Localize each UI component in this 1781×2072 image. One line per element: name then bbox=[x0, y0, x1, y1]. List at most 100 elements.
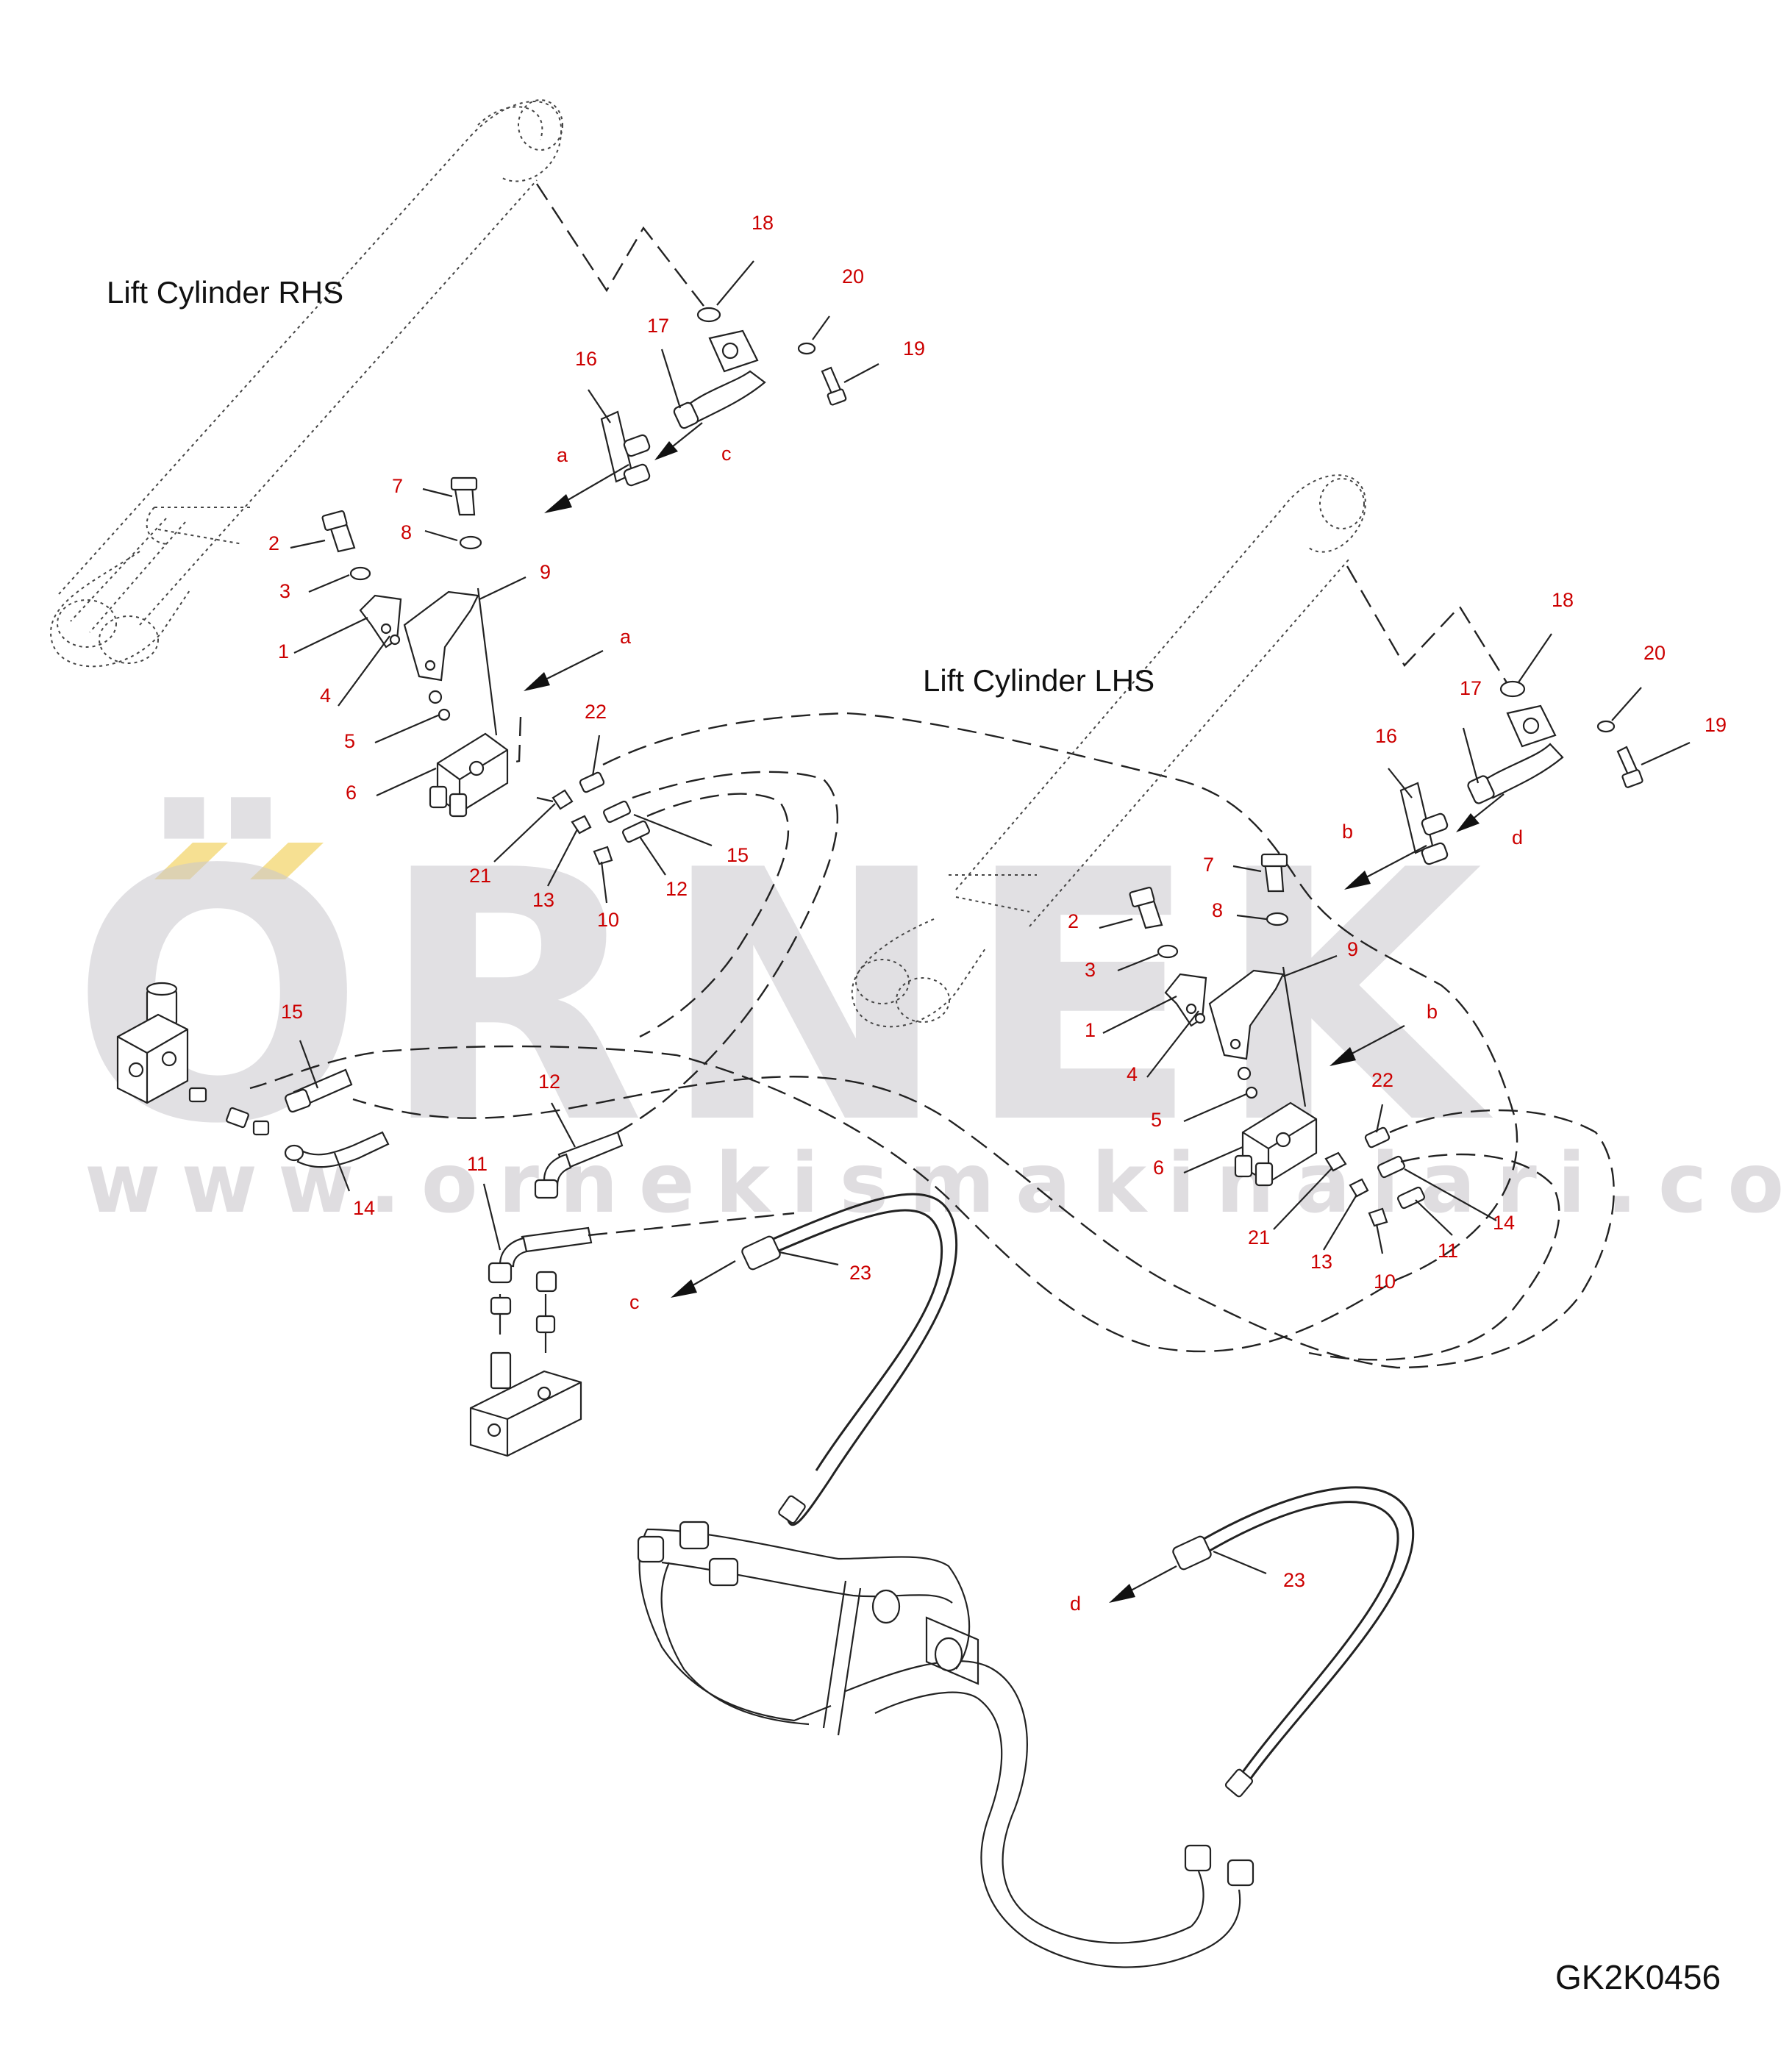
label-lhs-18: 18 bbox=[1552, 589, 1574, 611]
lower-hose-15 bbox=[285, 1068, 353, 1113]
lhs-oring-18 bbox=[1499, 680, 1526, 698]
label-lhs-22: 22 bbox=[1371, 1069, 1393, 1091]
label-rhs-22: 22 bbox=[585, 701, 607, 723]
lhs-nut-5 bbox=[1245, 1086, 1258, 1099]
rhs-washer-20 bbox=[797, 342, 816, 355]
lower-hose-11 bbox=[488, 1212, 795, 1353]
lower-hose-12 bbox=[534, 1131, 624, 1199]
lift-cylinder-rhs bbox=[50, 99, 563, 668]
label-rhs-19: 19 bbox=[903, 337, 925, 360]
title-lift-cylinder-rhs: Lift Cylinder RHS bbox=[107, 275, 343, 310]
label-rhs-12: 12 bbox=[665, 878, 688, 900]
rhs-leader-dash bbox=[535, 183, 707, 310]
label-lhs-6: 6 bbox=[1153, 1157, 1164, 1179]
lhs-washer-3 bbox=[1157, 944, 1179, 959]
callout-labels: 18 20 17 19 16 a c 7 8 2 3 9 1 a 4 5 22 … bbox=[268, 212, 1727, 1615]
label-lhs-7: 7 bbox=[1203, 854, 1214, 876]
lhs-plate-9 bbox=[1208, 969, 1285, 1060]
label-rhs-7: 7 bbox=[392, 475, 403, 497]
rhs-plate-9 bbox=[403, 590, 479, 682]
lhs-top-fittings bbox=[1467, 680, 1643, 804]
label-lower-12: 12 bbox=[538, 1071, 560, 1093]
rhs-elbow-10 bbox=[593, 846, 613, 865]
label-rhs-16: 16 bbox=[575, 348, 597, 370]
label-rhs-21: 21 bbox=[469, 865, 491, 887]
label-lower-23-right: 23 bbox=[1283, 1569, 1305, 1591]
label-rhs-2: 2 bbox=[268, 532, 279, 554]
rhs-washer-8 bbox=[459, 535, 482, 550]
label-lhs-13: 13 bbox=[1310, 1251, 1332, 1273]
watermark-umlaut-left bbox=[154, 843, 228, 879]
lhs-fitting-22 bbox=[1364, 1126, 1391, 1148]
label-rhs-c-top: c bbox=[721, 443, 732, 465]
label-lower-11: 11 bbox=[467, 1153, 488, 1175]
control-valve-assembly bbox=[116, 982, 270, 1136]
label-rhs-10: 10 bbox=[597, 909, 619, 931]
label-rhs-a-top: a bbox=[557, 444, 568, 466]
lower-hose-14 bbox=[284, 1131, 390, 1168]
rhs-oring-18 bbox=[696, 307, 721, 323]
lhs-washer-4 bbox=[1237, 1066, 1252, 1081]
leader-lines bbox=[290, 260, 1691, 1575]
rhs-bracket-assembly bbox=[321, 476, 498, 736]
rhs-nut-5 bbox=[438, 708, 451, 721]
label-lhs-9: 9 bbox=[1347, 938, 1358, 960]
label-lower-14: 14 bbox=[353, 1197, 375, 1219]
manifold-block bbox=[469, 1351, 582, 1457]
lhs-hose-routes bbox=[352, 1076, 1615, 1369]
lhs-arrow-b-top bbox=[1344, 845, 1427, 890]
label-lower-23-left: 23 bbox=[849, 1262, 871, 1284]
lower-arrow-c bbox=[671, 1260, 736, 1298]
label-rhs-8: 8 bbox=[401, 521, 412, 543]
label-rhs-1: 1 bbox=[278, 640, 289, 662]
lhs-elbow-13 bbox=[1349, 1178, 1369, 1198]
lhs-bracket-assembly bbox=[1129, 853, 1307, 1107]
rhs-elbow-17 bbox=[682, 370, 766, 424]
drawing-code: GK2K0456 bbox=[1555, 1958, 1721, 1996]
rhs-washer-3 bbox=[349, 566, 371, 581]
label-lhs-19: 19 bbox=[1705, 714, 1727, 736]
label-lhs-b-top: b bbox=[1342, 821, 1353, 843]
label-rhs-3: 3 bbox=[279, 580, 290, 602]
rhs-connectors-16 bbox=[600, 410, 651, 487]
label-rhs-4: 4 bbox=[320, 685, 331, 707]
label-lhs-b-mid: b bbox=[1427, 1001, 1438, 1023]
rhs-arrow-a-top bbox=[544, 464, 629, 513]
rhs-washer-4 bbox=[428, 690, 443, 704]
lhs-small-fittings bbox=[1324, 1126, 1425, 1227]
lhs-arrow-d-top bbox=[1456, 793, 1505, 832]
label-lhs-10: 10 bbox=[1374, 1271, 1396, 1293]
label-rhs-20: 20 bbox=[842, 265, 864, 287]
label-rhs-a-mid: a bbox=[620, 626, 632, 648]
lhs-washer-8 bbox=[1266, 912, 1289, 926]
watermark-umlaut-right bbox=[250, 843, 324, 879]
rhs-arrow-a-mid bbox=[524, 650, 604, 691]
label-lhs-1: 1 bbox=[1085, 1019, 1096, 1041]
label-rhs-5: 5 bbox=[344, 730, 355, 752]
label-rhs-17: 17 bbox=[647, 315, 669, 337]
label-rhs-13: 13 bbox=[532, 889, 554, 911]
rhs-small-fittings bbox=[536, 771, 650, 865]
lhs-leader-dash bbox=[1346, 565, 1509, 685]
hose-23-left bbox=[741, 1193, 958, 1526]
lower-arrow-d bbox=[1109, 1565, 1177, 1603]
label-lhs-14: 14 bbox=[1493, 1212, 1515, 1234]
label-lower-15: 15 bbox=[281, 1001, 303, 1023]
label-rhs-15: 15 bbox=[727, 844, 749, 866]
label-lhs-d-top: d bbox=[1512, 826, 1523, 849]
label-lhs-2: 2 bbox=[1068, 910, 1079, 932]
rhs-top-fittings bbox=[673, 307, 847, 429]
label-lhs-5: 5 bbox=[1151, 1109, 1162, 1131]
label-lower-c: c bbox=[629, 1291, 640, 1313]
label-lhs-21: 21 bbox=[1248, 1226, 1270, 1248]
rhs-arrow-c-top bbox=[654, 422, 703, 460]
rhs-elbow-21 bbox=[552, 789, 574, 810]
rhs-hose-routes bbox=[249, 712, 1518, 1353]
lhs-elbow-10 bbox=[1368, 1207, 1388, 1227]
label-lhs-11: 11 bbox=[1438, 1240, 1458, 1262]
label-lhs-20: 20 bbox=[1643, 642, 1666, 664]
label-lhs-3: 3 bbox=[1085, 959, 1096, 981]
lhs-arrow-b-mid bbox=[1329, 1025, 1405, 1066]
rhs-fitting-12 bbox=[622, 820, 650, 843]
hose-23-right bbox=[1172, 1486, 1415, 1798]
